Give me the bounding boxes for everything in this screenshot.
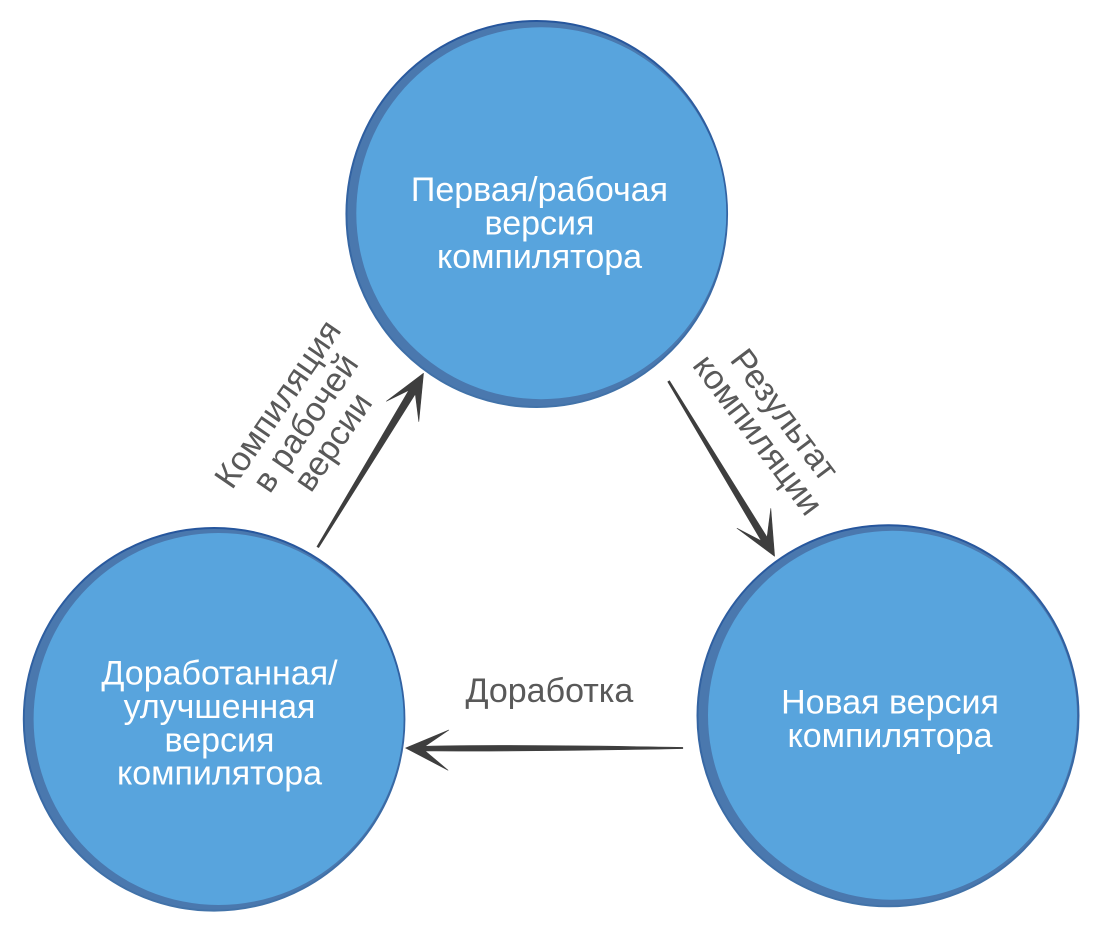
svg-text:Доработка: Доработка	[465, 672, 633, 710]
svg-text:компилятора: компилятора	[117, 755, 322, 793]
svg-text:версия: версия	[165, 721, 275, 759]
svg-text:Первая/рабочая: Первая/рабочая	[411, 171, 668, 209]
svg-text:версия: версия	[485, 204, 595, 242]
svg-text:компилятора: компилятора	[787, 717, 992, 755]
svg-text:компилятора: компилятора	[437, 238, 642, 276]
svg-text:Новая версия: Новая версия	[781, 684, 999, 722]
svg-text:улучшенная: улучшенная	[124, 688, 316, 726]
svg-text:Доработанная/: Доработанная/	[101, 655, 338, 693]
